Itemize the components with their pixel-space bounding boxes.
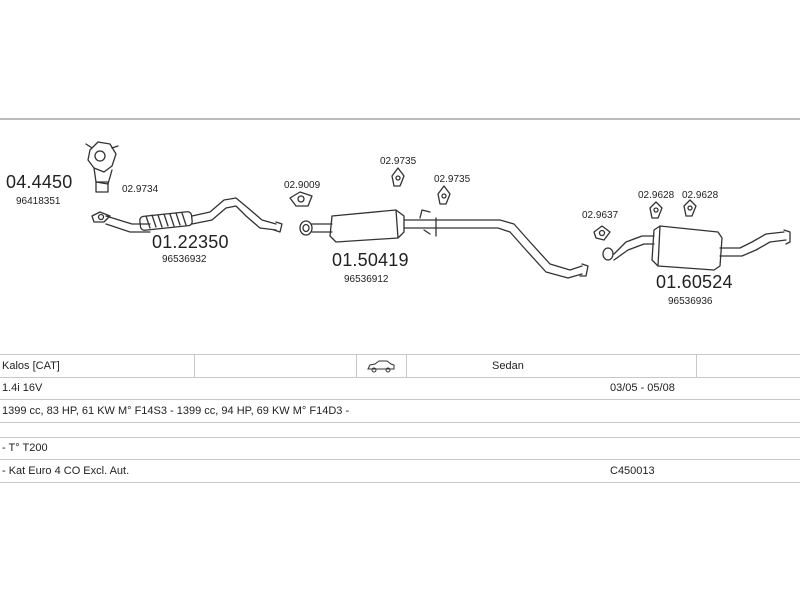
part-number-hanger-4: 02.9628 <box>682 190 719 201</box>
rear-silencer-drawing <box>613 225 791 271</box>
part-number-rear-silencer: 01.60524 <box>656 272 733 292</box>
rear-gasket-drawing <box>593 225 614 261</box>
row-notes: - Kat Euro 4 CO Excl. Aut. C450013 <box>0 460 800 483</box>
diagram-frame: 04.4450 96418351 02.9734 01.22350 965369… <box>0 118 800 490</box>
part-number-hanger-2: 02.9735 <box>434 174 471 185</box>
exhaust-diagram <box>85 141 791 279</box>
part-number-front-pipe: 01.22350 <box>152 232 229 252</box>
sedan-car-icon <box>366 358 396 382</box>
part-number-hanger-1: 02.9735 <box>380 156 417 167</box>
part-number-gasket-rear: 02.9637 <box>582 210 619 221</box>
part-number-gasket-front: 02.9734 <box>122 184 159 195</box>
part-ref-front-pipe: 96536932 <box>162 254 207 265</box>
vehicle-model: Kalos [CAT] <box>2 360 60 372</box>
row-engine: 1.4i 16V 03/05 - 05/08 <box>0 377 800 400</box>
hanger-drawing-4 <box>683 199 697 217</box>
part-number-cat: 04.4450 <box>6 172 73 192</box>
part-ref-cat: 96418351 <box>16 196 61 207</box>
part-ref-rear-silencer: 96536936 <box>668 296 713 307</box>
row-specs: 1399 cc, 83 HP, 61 KW M° F14S3 - 1399 cc… <box>0 400 800 423</box>
vehicle-years: 03/05 - 05/08 <box>610 382 675 394</box>
part-ref-middle-silencer: 96536912 <box>344 274 389 285</box>
part-number-middle-silencer: 01.50419 <box>332 250 409 270</box>
front-pipe-drawing <box>105 197 283 233</box>
hanger-drawing-2 <box>437 185 451 205</box>
vehicle-engine: 1.4i 16V <box>2 382 43 394</box>
hanger-drawing-3 <box>649 201 663 219</box>
vehicle-specs: 1399 cc, 83 HP, 61 KW M° F14S3 - 1399 cc… <box>2 405 350 417</box>
vehicle-body: Sedan <box>492 360 524 372</box>
catalytic-converter-drawing <box>85 141 119 193</box>
row-model: Kalos [CAT] Sedan <box>0 354 800 378</box>
part-number-gasket-mid: 02.9009 <box>284 180 321 191</box>
mid-gasket-drawing <box>289 191 313 207</box>
front-gasket-drawing <box>91 211 111 223</box>
vehicle-type: - T° T200 <box>2 442 48 454</box>
row-type: - T° T200 <box>0 437 800 460</box>
vehicle-code: C450013 <box>610 465 655 477</box>
row-spacer <box>0 423 800 438</box>
hanger-drawing-1 <box>391 167 405 187</box>
part-number-hanger-3: 02.9628 <box>638 190 675 201</box>
vehicle-notes: - Kat Euro 4 CO Excl. Aut. <box>2 465 130 477</box>
middle-silencer-drawing <box>299 209 589 279</box>
